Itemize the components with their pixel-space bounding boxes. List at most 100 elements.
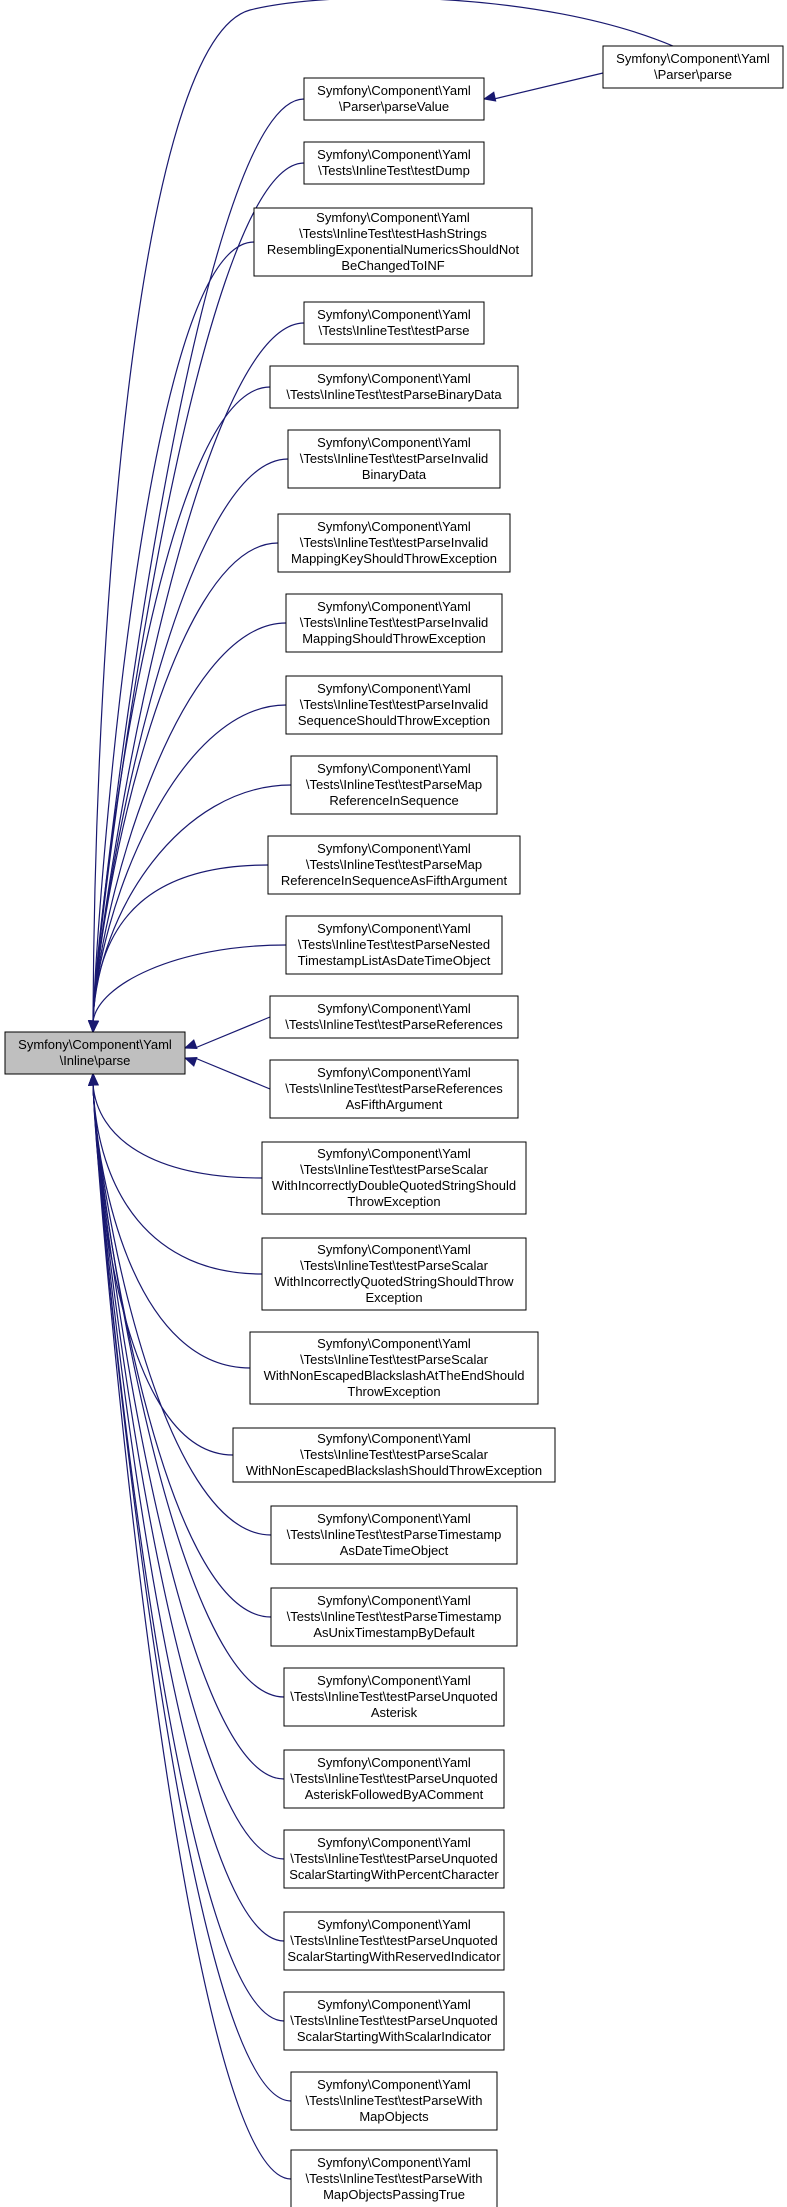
caller-node-16[interactable]: Symfony\Component\Yaml\Tests\InlineTest\… — [261, 1237, 527, 1311]
node-box — [283, 1911, 505, 1971]
node-label-line: \Tests\InlineTest\testParseReferences — [285, 1017, 503, 1032]
node-label-line: \Tests\InlineTest\testDump — [318, 163, 470, 178]
node-label-line: ScalarStartingWithPercentCharacter — [289, 1867, 499, 1882]
edge-line — [92, 386, 271, 1023]
node-label-line: Symfony\Component\Yaml — [18, 1037, 172, 1052]
edge-line — [92, 1083, 292, 2180]
caller-node-7[interactable]: Symfony\Component\Yaml\Tests\InlineTest\… — [277, 513, 511, 573]
edge-line — [92, 1083, 292, 2102]
node-label-line: ReferenceInSequenceAsFifthArgument — [281, 873, 508, 888]
node-box — [283, 1667, 505, 1727]
node-label-line: \Tests\InlineTest\testParseInvalid — [300, 535, 489, 550]
node-box — [267, 835, 521, 895]
edge-n17-to-root — [88, 1072, 251, 1369]
node-box — [4, 1031, 186, 1075]
node-box — [283, 1749, 505, 1809]
node-label-line: Symfony\Component\Yaml — [317, 1755, 471, 1770]
node-box — [283, 1991, 505, 2051]
node-label-line: Symfony\Component\Yaml — [317, 841, 471, 856]
node-label-line: Symfony\Component\Yaml — [317, 307, 471, 322]
caller-node-23[interactable]: Symfony\Component\Yaml\Tests\InlineTest\… — [283, 1829, 505, 1889]
caller-node-22[interactable]: Symfony\Component\Yaml\Tests\InlineTest\… — [283, 1749, 505, 1809]
edge-arrowhead — [88, 1020, 100, 1034]
edge-line — [92, 864, 269, 1023]
node-box — [270, 1587, 518, 1647]
edge-line — [92, 458, 289, 1023]
edge-n15-to-root — [88, 1072, 263, 1179]
edge-line — [92, 241, 255, 1023]
caller-node-2[interactable]: Symfony\Component\Yaml\Tests\InlineTest\… — [303, 141, 485, 185]
edge-n14-to-root — [183, 1057, 271, 1090]
node-label-line: Symfony\Component\Yaml — [317, 921, 471, 936]
node-label-line: \Tests\InlineTest\testParseScalar — [300, 1258, 489, 1273]
node-label-line: Symfony\Component\Yaml — [317, 1835, 471, 1850]
node-label-line: AsteriskFollowedByAComment — [305, 1787, 484, 1802]
caller-node-18[interactable]: Symfony\Component\Yaml\Tests\InlineTest\… — [232, 1427, 556, 1483]
caller-node-11[interactable]: Symfony\Component\Yaml\Tests\InlineTest\… — [267, 835, 521, 895]
caller-node-10[interactable]: Symfony\Component\Yaml\Tests\InlineTest\… — [290, 755, 498, 815]
node-label-line: Symfony\Component\Yaml — [616, 51, 770, 66]
node-label-line: Symfony\Component\Yaml — [317, 519, 471, 534]
node-label-line: \Tests\InlineTest\testParseUnquoted — [290, 2013, 497, 2028]
caller-node-6[interactable]: Symfony\Component\Yaml\Tests\InlineTest\… — [287, 429, 501, 489]
node-label-line: ScalarStartingWithScalarIndicator — [297, 2029, 492, 2044]
caller-node-9[interactable]: Symfony\Component\Yaml\Tests\InlineTest\… — [285, 675, 503, 735]
edge-line — [92, 1083, 263, 1179]
node-label-line: Symfony\Component\Yaml — [317, 435, 471, 450]
caller-node-20[interactable]: Symfony\Component\Yaml\Tests\InlineTest\… — [270, 1587, 518, 1647]
node-label-line: Symfony\Component\Yaml — [317, 2155, 471, 2170]
node-label-line: Symfony\Component\Yaml — [317, 761, 471, 776]
edge-n27-to-root — [88, 1072, 292, 2180]
caller-node-0[interactable]: Symfony\Component\Yaml\Parser\parse — [602, 45, 784, 89]
caller-node-19[interactable]: Symfony\Component\Yaml\Tests\InlineTest\… — [270, 1505, 518, 1565]
edge-n22-to-root — [88, 1072, 285, 1780]
node-label-line: Asterisk — [371, 1705, 418, 1720]
caller-node-12[interactable]: Symfony\Component\Yaml\Tests\InlineTest\… — [285, 915, 503, 975]
node-label-line: Symfony\Component\Yaml — [316, 210, 470, 225]
node-label-line: \Tests\InlineTest\testParseBinaryData — [286, 387, 502, 402]
node-label-line: MapObjectsPassingTrue — [323, 2187, 465, 2202]
node-label-line: \Inline\parse — [60, 1053, 131, 1068]
caller-node-1[interactable]: Symfony\Component\Yaml\Parser\parseValue — [303, 77, 485, 121]
node-label-line: \Tests\InlineTest\testParseUnquoted — [290, 1771, 497, 1786]
root-node[interactable]: Symfony\Component\Yaml\Inline\parse — [4, 1031, 186, 1075]
node-box — [303, 301, 485, 345]
caller-node-27[interactable]: Symfony\Component\Yaml\Tests\InlineTest\… — [290, 2149, 498, 2207]
node-box — [269, 1059, 519, 1119]
edge-line — [92, 704, 287, 1023]
node-label-line: \Parser\parseValue — [339, 99, 449, 114]
node-box — [283, 1829, 505, 1889]
node-label-line: \Tests\InlineTest\testParseNested — [298, 937, 490, 952]
node-label-line: \Tests\InlineTest\testParseUnquoted — [290, 1689, 497, 1704]
caller-node-15[interactable]: Symfony\Component\Yaml\Tests\InlineTest\… — [261, 1141, 527, 1215]
caller-node-26[interactable]: Symfony\Component\Yaml\Tests\InlineTest\… — [290, 2071, 498, 2131]
node-label-line: BeChangedToINF — [341, 258, 444, 273]
caller-node-24[interactable]: Symfony\Component\Yaml\Tests\InlineTest\… — [283, 1911, 505, 1971]
caller-node-17[interactable]: Symfony\Component\Yaml\Tests\InlineTest\… — [249, 1331, 539, 1405]
caller-node-8[interactable]: Symfony\Component\Yaml\Tests\InlineTest\… — [285, 593, 503, 653]
caller-node-3[interactable]: Symfony\Component\Yaml\Tests\InlineTest\… — [253, 207, 533, 277]
edge-n11-to-root — [88, 864, 269, 1034]
node-box — [290, 755, 498, 815]
caller-node-13[interactable]: Symfony\Component\Yaml\Tests\InlineTest\… — [269, 995, 519, 1039]
caller-node-4[interactable]: Symfony\Component\Yaml\Tests\InlineTest\… — [303, 301, 485, 345]
node-label-line: Symfony\Component\Yaml — [317, 599, 471, 614]
edge-arrowhead — [183, 1057, 198, 1067]
node-label-line: Symfony\Component\Yaml — [317, 1673, 471, 1688]
node-label-line: SequenceShouldThrowException — [298, 713, 490, 728]
node-box — [290, 2071, 498, 2131]
caller-node-21[interactable]: Symfony\Component\Yaml\Tests\InlineTest\… — [283, 1667, 505, 1727]
node-label-line: Symfony\Component\Yaml — [317, 83, 471, 98]
node-label-line: ThrowException — [347, 1194, 440, 1209]
node-box — [261, 1141, 527, 1215]
caller-node-14[interactable]: Symfony\Component\Yaml\Tests\InlineTest\… — [269, 1059, 519, 1119]
node-box — [303, 77, 485, 121]
node-label-line: \Tests\InlineTest\testParseWith — [305, 2171, 482, 2186]
edge-n12-to-root — [88, 944, 287, 1034]
caller-node-25[interactable]: Symfony\Component\Yaml\Tests\InlineTest\… — [283, 1991, 505, 2051]
caller-node-5[interactable]: Symfony\Component\Yaml\Tests\InlineTest\… — [269, 365, 519, 409]
node-label-line: ScalarStartingWithReservedIndicator — [287, 1949, 501, 1964]
node-label-line: Symfony\Component\Yaml — [317, 681, 471, 696]
edge-n9-to-root — [88, 704, 287, 1034]
